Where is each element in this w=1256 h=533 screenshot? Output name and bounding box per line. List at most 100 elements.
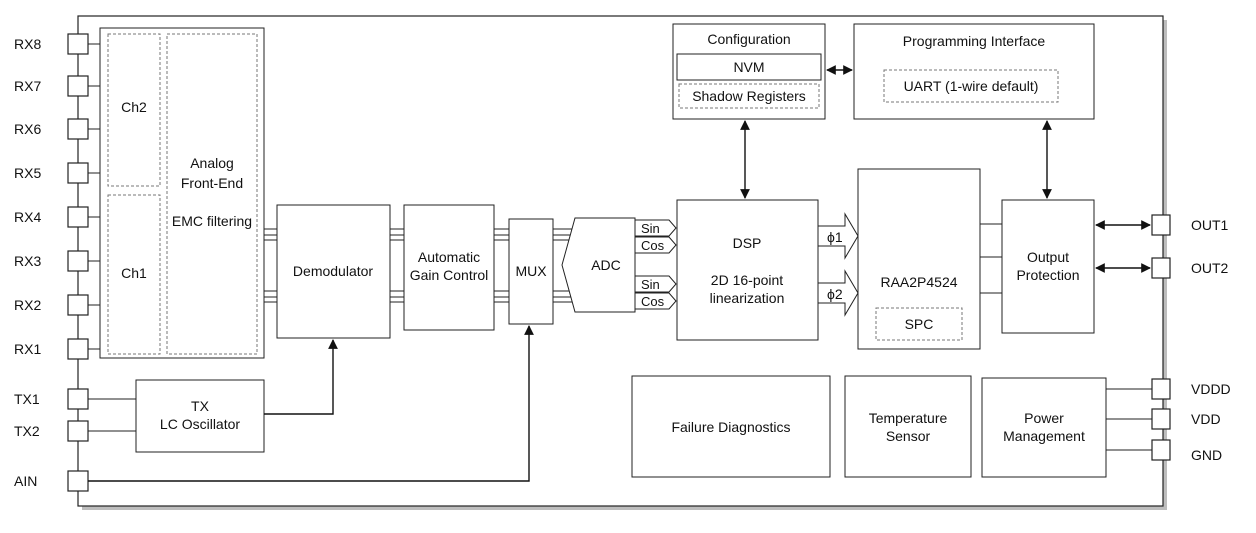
power-wires xyxy=(1106,388,1152,451)
temperature-sensor-line1: Temperature xyxy=(869,410,948,426)
dsp-line2: linearization xyxy=(710,290,785,306)
temperature-sensor-line2: Sensor xyxy=(886,428,931,444)
pin-rx1 xyxy=(67,338,89,360)
afe-demod-bus xyxy=(264,228,277,303)
raa2p4524-label: RAA2P4524 xyxy=(880,274,957,290)
afe-title-line2: Front-End xyxy=(181,175,243,191)
programming-interface-block xyxy=(853,23,1095,120)
afe-ch2-label: Ch2 xyxy=(121,99,147,115)
output-pins xyxy=(1151,214,1171,461)
tx-wires xyxy=(88,398,136,432)
nvm-block xyxy=(676,53,822,81)
label-rx1: RX1 xyxy=(14,341,41,357)
pin-rx8 xyxy=(67,33,89,55)
adc-out-sin1 xyxy=(634,219,677,237)
pin-tx1 xyxy=(67,388,89,410)
tx-osc-line1: TX xyxy=(191,398,210,414)
phi-outputs: ϕ1 ϕ2 xyxy=(817,212,859,317)
configuration-title: Configuration xyxy=(707,31,790,47)
raa-output-bus xyxy=(980,223,1002,294)
phi1-label: ϕ1 xyxy=(827,229,843,245)
adc-out-cos1 xyxy=(634,236,677,254)
adc-cos1-label: Cos xyxy=(641,238,665,253)
demodulator-label: Demodulator xyxy=(293,263,373,279)
afe-block xyxy=(99,27,265,359)
adc-sin2-label: Sin xyxy=(641,277,660,292)
output-pin-labels: OUT1 OUT2 VDDD VDD GND xyxy=(1191,217,1231,463)
pin-rx7 xyxy=(67,75,89,97)
label-rx7: RX7 xyxy=(14,78,41,94)
failure-diagnostics-block xyxy=(631,375,831,478)
afe-ch2-region xyxy=(107,33,161,187)
dsp-title: DSP xyxy=(733,235,762,251)
rx-wires xyxy=(88,43,100,350)
programming-interface-title: Programming Interface xyxy=(903,33,1046,49)
mux-block xyxy=(508,218,554,325)
agc-mux-bus xyxy=(494,228,509,303)
output-protection-line2: Protection xyxy=(1016,267,1079,283)
adc-sin1-label: Sin xyxy=(641,221,660,236)
adc-outputs: Sin Cos Sin Cos xyxy=(634,219,677,310)
label-out2: OUT2 xyxy=(1191,260,1229,276)
label-rx4: RX4 xyxy=(14,209,41,225)
label-tx2: TX2 xyxy=(14,423,40,439)
output-protection-line1: Output xyxy=(1027,249,1069,265)
afe-filter-region xyxy=(166,33,258,355)
shadow-registers-region xyxy=(678,83,820,109)
label-rx6: RX6 xyxy=(14,121,41,137)
spc-region xyxy=(875,307,963,341)
label-out1: OUT1 xyxy=(1191,217,1229,233)
output-protection-block xyxy=(1001,199,1095,334)
label-tx1: TX1 xyxy=(14,391,40,407)
mux-label: MUX xyxy=(515,263,547,279)
pin-out1 xyxy=(1151,214,1171,236)
demod-agc-bus xyxy=(390,228,404,303)
phi2-arrow xyxy=(817,269,859,317)
agc-block xyxy=(403,204,495,331)
pin-vdd xyxy=(1151,408,1171,430)
afe-ch1-label: Ch1 xyxy=(121,265,147,281)
adc-out-sin2 xyxy=(634,275,677,293)
power-management-line2: Management xyxy=(1003,428,1085,444)
label-vddd: VDDD xyxy=(1191,381,1231,397)
afe-title-line1: Analog xyxy=(190,155,234,171)
temperature-sensor-block xyxy=(844,375,972,478)
input-pin-labels: RX8 RX7 RX6 RX5 RX4 RX3 RX2 RX1 TX1 TX2 … xyxy=(14,36,41,489)
power-management-block xyxy=(981,377,1107,478)
adc-cos2-label: Cos xyxy=(641,294,665,309)
phi2-label: ϕ2 xyxy=(827,286,843,302)
label-rx2: RX2 xyxy=(14,297,41,313)
dsp-block xyxy=(676,199,819,341)
phi1-arrow xyxy=(817,212,859,260)
afe-title-line3: EMC filtering xyxy=(172,213,252,229)
osc-to-demod-arrow xyxy=(264,339,338,415)
pin-vddd xyxy=(1151,378,1171,400)
pin-rx4 xyxy=(67,206,89,228)
power-management-line1: Power xyxy=(1024,410,1064,426)
pin-ain xyxy=(67,470,89,492)
uart-region xyxy=(883,69,1059,103)
label-ain: AIN xyxy=(14,473,37,489)
pin-rx3 xyxy=(67,250,89,272)
adc-block xyxy=(561,217,636,313)
pin-out2 xyxy=(1151,257,1171,279)
afe-ch1-region xyxy=(107,194,161,355)
shadow-registers-label: Shadow Registers xyxy=(692,88,806,104)
ain-to-mux-arrow xyxy=(88,325,534,482)
failure-diagnostics-label: Failure Diagnostics xyxy=(671,419,790,435)
nvm-label: NVM xyxy=(733,59,764,75)
dsp-line1: 2D 16-point xyxy=(711,272,783,288)
pin-rx2 xyxy=(67,294,89,316)
raa2p4524-block xyxy=(857,168,981,350)
label-rx5: RX5 xyxy=(14,165,41,181)
label-vdd: VDD xyxy=(1191,411,1221,427)
adc-label: ADC xyxy=(591,257,621,273)
agc-label-line1: Automatic xyxy=(418,249,480,265)
pin-rx6 xyxy=(67,118,89,140)
adc-out-cos2 xyxy=(634,292,677,310)
agc-label-line2: Gain Control xyxy=(410,267,489,283)
tx-lc-oscillator-block xyxy=(135,379,265,453)
label-gnd: GND xyxy=(1191,447,1222,463)
spc-label: SPC xyxy=(905,316,934,332)
